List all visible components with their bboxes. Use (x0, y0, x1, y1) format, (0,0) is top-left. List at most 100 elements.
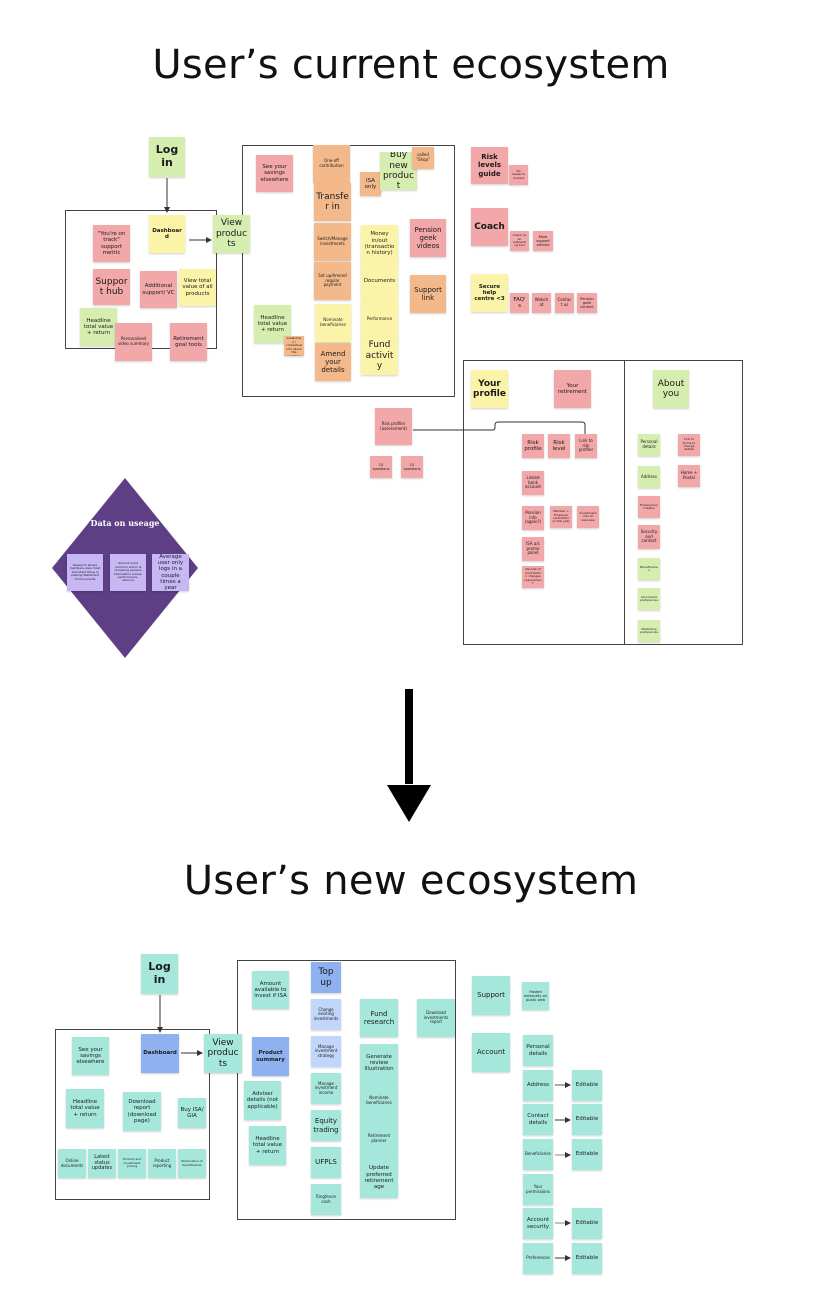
current-login-note[interactable]: Log in (149, 137, 185, 177)
retirement-goal-note: Retirement goal tools (170, 323, 207, 361)
webchat-note: Webchat (532, 293, 551, 313)
editable-contact-note: Editable (572, 1104, 602, 1135)
equity-trading-note: Equity trading (311, 1110, 341, 1141)
product-reporting-note: Product reporting (148, 1149, 176, 1178)
employment-status-note: Employment status (638, 496, 660, 518)
current-view-products-note[interactable]: View products (213, 215, 250, 253)
member-employer-note: Member + Employer contributions this yea… (550, 506, 572, 528)
new-headline-note: Headline total value + return (66, 1089, 104, 1128)
more-support-articles-note: More support articles (533, 231, 553, 251)
your-retirement-note: Your retirement (554, 370, 591, 408)
editable-security-note: Editable (572, 1208, 602, 1239)
data-usage-title: Data on useage (90, 518, 160, 528)
new-nominate-note: Nominate beneficiaries (360, 1082, 398, 1120)
new-dashboard-note[interactable]: Dashboard (141, 1034, 179, 1073)
contact-us-note: Contact us (555, 293, 574, 313)
product-pricing-note: Product and investment pricing (118, 1149, 146, 1178)
new-products-headline-note: Headline total value + return (249, 1126, 286, 1165)
performance-note: Performance (361, 300, 398, 338)
buy-isa-note: Buy ISA/ GIA (178, 1098, 206, 1128)
personalised-video-note: Personalised video summary (115, 323, 152, 361)
current-ecosystem-title: User’s current ecosystem (152, 42, 670, 88)
nominate-beneficiaries-note: Nominate beneficiaries (315, 304, 351, 342)
pension-geek-videos-note: Pension geek videos (410, 219, 446, 257)
profile-frame-divider (624, 360, 625, 645)
manage-income-note: Manage investment income (311, 1073, 341, 1104)
isa-promo-note: ISA a/c promo panel (522, 537, 544, 561)
current-headline-note: Headline total value + return (80, 308, 117, 346)
latest-status-note: Latest status updates (88, 1149, 116, 1178)
account-beneficiaries-note: Beneficiaries (523, 1139, 553, 1170)
ringfence-cash-note: Ringfence cash (311, 1184, 341, 1215)
secure-help-centre-note: Secure help centre <3 (471, 274, 508, 312)
data-usage-diamond: Data on useage Research shows members vi… (52, 478, 198, 658)
amount-available-note: Amount available to invest if ISA (252, 971, 289, 1009)
buy-new-product-note: Buy new product (380, 152, 417, 190)
your-profile-note: Your profile (471, 370, 508, 408)
current-dashboard-note[interactable]: Dashboard (149, 215, 185, 253)
fund-activity-note: Fund activity (361, 337, 398, 375)
regular-payment-note: Set up/Amend regular payment (314, 262, 351, 300)
about-you-note: About you (653, 370, 689, 408)
address-note: Address (638, 466, 660, 488)
download-report-note: Download report (download page) (123, 1092, 161, 1131)
adviser-details-note: Adviser details (not applicable) (244, 1081, 281, 1120)
document-preferences-note: Document preferences (638, 588, 660, 610)
product-summary-note: Product summary (252, 1037, 289, 1076)
risk-profiler-note: Risk profiler (assessment) (375, 408, 412, 445)
update-retirement-age-note: Update preferred retirement age (360, 1158, 398, 1198)
one-off-contribution-note: One-off contribution (313, 145, 350, 183)
coach-onboarding-note: Coach as an onboarding tool (510, 231, 529, 251)
fund-research-note: Fund research (360, 999, 398, 1037)
editable-preferences-note: Editable (572, 1243, 602, 1274)
investment-info-note: Investment info at overview (577, 506, 599, 528)
account-address-note: Address (523, 1070, 553, 1101)
new-view-products-note[interactable]: View products (204, 1034, 242, 1073)
generate-review-note: Generate review illustration (360, 1044, 398, 1082)
your-permissions-note: Your permissions (523, 1174, 553, 1205)
data-card-3: Average user only logs in a couple times… (152, 554, 189, 591)
risk-levels-guide-note: Risk levels guide (471, 147, 508, 184)
link-forms-note: Link to forms to change details (678, 434, 700, 456)
see-savings-note: See your savings elsewhere (256, 155, 293, 192)
account-note: Account (472, 1033, 510, 1072)
account-security-note: Account security (523, 1208, 553, 1239)
amend-details-note: Amend your details (315, 343, 351, 381)
new-login-note[interactable]: Log in (141, 954, 178, 994)
risk-level-note: Risk level (548, 434, 570, 458)
new-ecosystem-title: User’s new ecosystem (183, 858, 639, 904)
download-investments-note: Download investments report (417, 999, 455, 1037)
online-documents-note: Online documents (58, 1149, 86, 1178)
support-note: Support (472, 976, 510, 1015)
security-contact-note: Security and contact (638, 525, 660, 549)
beneficiaries-note: Beneficiaries (638, 558, 660, 580)
home-postal-note: Home + Postal (678, 465, 700, 487)
data-card-1: Research shows members view most importa… (67, 554, 103, 591)
questions-note-2: 15 questions (401, 456, 423, 478)
pension-info-note: Pension info (again?) (522, 506, 544, 530)
view-total-value-note: View total value of all products (179, 269, 216, 306)
account-contact-details-note: Contact details (523, 1104, 553, 1135)
transition-arrow-head (387, 785, 431, 822)
preferences-note: Preferences (523, 1243, 553, 1274)
transition-arrow-shaft (405, 689, 413, 784)
change-investments-note: Change existing investments (311, 999, 341, 1030)
data-card-2: Second most common action is reviewing p… (110, 554, 146, 591)
faqs-note: FAQ's (510, 293, 529, 313)
support-hub-note: Support hub (93, 269, 130, 305)
hosted-externally-note: Hosted externally on public web (522, 982, 549, 1010)
risk-profile-note: Risk profile (522, 434, 544, 458)
linked-bank-note: Linked bank account (522, 471, 544, 495)
link-risk-profiler-note: Link to risk profiler (575, 434, 597, 458)
nomination-beneficiaries-note: Nomination of beneficiaries (178, 1149, 206, 1178)
marketing-preferences-note: Marketing preferences (638, 620, 660, 642)
account-personal-details-note: Personal details (523, 1035, 553, 1066)
retirement-planner-note: Retirement planner (360, 1120, 398, 1158)
isa-only-note: ISA only (360, 172, 381, 196)
editable-beneficiaries-note: Editable (572, 1139, 602, 1170)
switch-manage-note: Switch/Manage investments (314, 223, 351, 261)
new-see-savings-note: See your savings elsewhere (72, 1037, 109, 1075)
questions-note-1: 15 questions (370, 456, 392, 478)
documents-note: Documents (361, 262, 398, 300)
manage-strategy-note: Manage investment strategy (311, 1036, 341, 1067)
